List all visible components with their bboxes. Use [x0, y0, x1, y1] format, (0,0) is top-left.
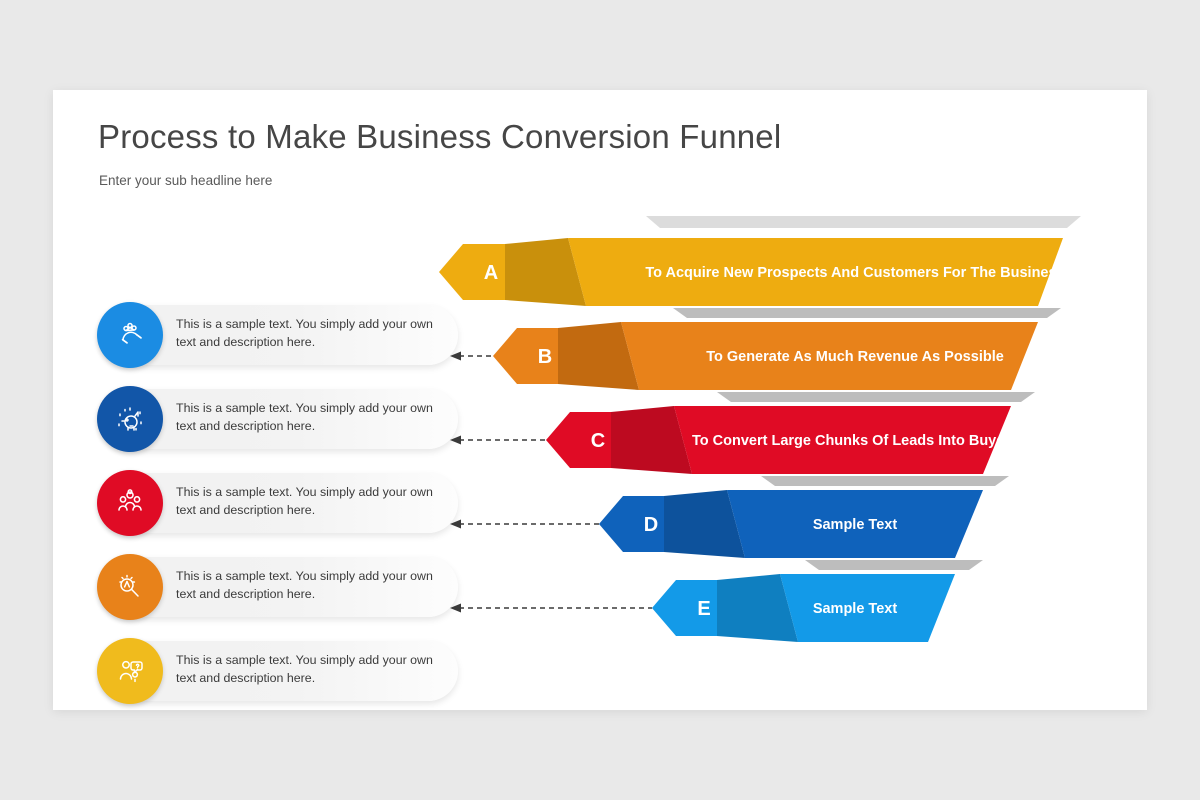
- funnel-stage-b[interactable]: B To Generate As Much Revenue As Possible: [493, 322, 1038, 390]
- card-icon-badge: [97, 470, 163, 536]
- connector-arrow-b: [450, 350, 493, 362]
- stage-connector-wedge: [611, 406, 692, 474]
- user-group-icon: [118, 489, 142, 511]
- slide-canvas: Process to Make Business Conversion Funn…: [53, 90, 1147, 710]
- description-card-c[interactable]: This is a sample text. You simply add yo…: [97, 470, 458, 536]
- stage-body: [727, 490, 983, 558]
- description-card-d[interactable]: This is a sample text. You simply add yo…: [97, 554, 458, 620]
- stage-letter: B: [538, 346, 552, 368]
- card-description-text: This is a sample text. You simply add yo…: [176, 317, 433, 349]
- stage-connector-wedge: [664, 490, 745, 558]
- stage-label: To Generate As Much Revenue As Possible: [706, 349, 1004, 365]
- support-chat-icon: [119, 660, 143, 683]
- card-description-text: This is a sample text. You simply add yo…: [176, 653, 433, 685]
- funnel-separator: [673, 308, 1061, 318]
- card-description-text: This is a sample text. You simply add yo…: [176, 569, 433, 601]
- page-title: Process to Make Business Conversion Funn…: [98, 118, 782, 155]
- stage-body: [621, 322, 1038, 390]
- stage-connector-wedge: [717, 574, 798, 642]
- stage-label: Sample Text: [813, 517, 898, 533]
- stage-connector-wedge: [558, 322, 639, 390]
- connector-arrow-c: [450, 434, 546, 446]
- card-description-text: This is a sample text. You simply add yo…: [176, 401, 433, 433]
- arrow-head-icon: [450, 519, 461, 529]
- description-card-e[interactable]: This is a sample text. You simply add yo…: [97, 638, 458, 704]
- stage-letter: C: [591, 430, 605, 452]
- stage-letter-tag: [599, 496, 664, 552]
- stage-letter: A: [484, 262, 498, 284]
- stage-body: [674, 406, 1011, 474]
- card-icon-badge: [97, 554, 163, 620]
- stage-label: Sample Text: [813, 601, 898, 617]
- search-target-icon: [119, 574, 139, 597]
- stage-letter: E: [697, 598, 710, 620]
- stage-letter: D: [644, 514, 658, 536]
- card-icon-badge: [97, 638, 163, 704]
- arrow-head-icon: [450, 435, 461, 445]
- arrow-head-icon: [450, 351, 461, 361]
- magnet-icon: [121, 322, 142, 344]
- funnel-separator: [717, 392, 1035, 402]
- stage-letter-tag: [493, 328, 558, 384]
- stage-body: [568, 238, 1063, 306]
- stage-connector-wedge: [505, 238, 586, 306]
- piggy-bank-icon: [118, 407, 142, 431]
- funnel-stage-c[interactable]: C To Convert Large Chunks Of Leads Into B…: [546, 406, 1018, 474]
- funnel-stage-e[interactable]: E Sample Text: [652, 574, 955, 642]
- funnel-separator: [805, 560, 983, 570]
- description-card-a[interactable]: This is a sample text. You simply add yo…: [97, 302, 458, 368]
- arrow-head-icon: [450, 603, 461, 613]
- funnel-stage-a[interactable]: A To Acquire New Prospects And Customers …: [439, 238, 1065, 306]
- page-subtitle: Enter your sub headline here: [99, 173, 273, 188]
- stage-letter-tag: [652, 580, 717, 636]
- stage-body: [780, 574, 955, 642]
- funnel-separator: [761, 476, 1009, 486]
- stage-label: To Acquire New Prospects And Customers F…: [645, 265, 1064, 281]
- funnel-top-cap: [646, 216, 1081, 228]
- card-icon-badge: [97, 302, 163, 368]
- stage-label: To Convert Large Chunks Of Leads Into Bu…: [692, 433, 1018, 449]
- card-description-text: This is a sample text. You simply add yo…: [176, 485, 433, 517]
- funnel-stage-d[interactable]: D Sample Text: [599, 490, 983, 558]
- stage-letter-tag: [439, 244, 505, 300]
- card-icon-badge: [97, 386, 163, 452]
- connector-arrow-d: [450, 518, 599, 530]
- description-card-b[interactable]: This is a sample text. You simply add yo…: [97, 386, 458, 452]
- stage-letter-tag: [546, 412, 611, 468]
- connector-arrow-e: [450, 602, 652, 614]
- conversion-funnel-chart: A To Acquire New Prospects And Customers …: [53, 90, 1147, 710]
